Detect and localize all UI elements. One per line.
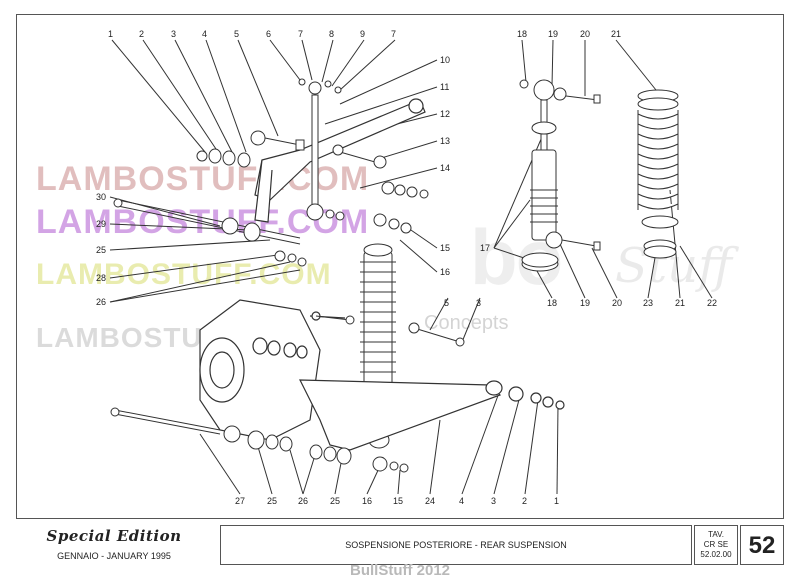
callout-bottom-7: 24 [425,496,435,506]
title-box: SOSPENSIONE POSTERIORE - REAR SUSPENSION [220,525,692,565]
callout-right-9: 3 [476,298,481,308]
leader-lines [109,39,713,495]
callout-top-4: 4 [202,29,207,39]
edition-logo: Special Edition [46,527,182,545]
callout-bottom-8: 4 [459,496,464,506]
callout-right-6: 15 [440,243,450,253]
credit-watermark: BullStuff 2012 [349,562,451,579]
callout-right-5: 14 [440,163,450,173]
tav-label: TAV. [708,530,724,539]
callout-left-5: 26 [96,297,106,307]
callout-labels: 1 2 3 4 5 6 7 8 9 7 10 11 12 13 14 15 16… [96,29,717,506]
callout-bottom-6: 15 [393,496,403,506]
page-number: 52 [740,525,784,565]
callout-top-9: 9 [360,29,365,39]
callout-top-2: 2 [139,29,144,39]
callout-top-1: 1 [108,29,113,39]
callout-right-2: 11 [440,82,449,92]
callout-shock-bottom-2: 19 [580,298,590,308]
shock-absorber [519,79,601,272]
callout-right-8: 5 [444,298,449,308]
mid-bolts [315,213,465,347]
callout-right-4: 13 [440,136,450,146]
callout-bottom-10: 2 [522,496,527,506]
callout-top-8: 8 [329,29,334,39]
callout-right-1: 10 [440,55,450,65]
callout-top-10: 7 [391,29,396,39]
callout-bottom-9: 3 [491,496,496,506]
callout-right-3: 12 [440,109,450,119]
callout-top-5: 5 [234,29,239,39]
callout-left-3: 25 [96,245,106,255]
callout-top-3: 3 [171,29,176,39]
tav-model: CR SE [703,540,729,549]
callout-bottom-4: 25 [330,496,340,506]
callout-shock-top-3: 20 [580,29,590,39]
callout-shock-top-2: 19 [548,29,558,39]
title-block: Special Edition GENNAIO - JANUARY 1995 S… [16,521,784,569]
callout-bottom-1: 27 [235,496,245,506]
callout-shock-bottom-5: 21 [675,298,685,308]
hub-carrier [199,299,346,441]
callout-right-7: 16 [440,267,450,277]
tav-code: 52.02.00 [700,550,732,559]
coil-spring [637,89,679,259]
upper-control-arm [254,98,426,223]
callout-top-6: 6 [266,29,271,39]
callout-bottom-11: 1 [554,496,559,506]
callout-left-1: 30 [96,192,106,202]
tav-box: TAV. CR SE 52.02.00 [694,525,738,565]
callout-shock-bottom-4: 23 [643,298,653,308]
upper-bushings [196,130,429,199]
tie-rod [113,198,345,267]
callout-shock-top-4: 21 [611,29,621,39]
callout-bottom-2: 25 [267,496,277,506]
watermark-concepts: Concepts [424,312,509,334]
edition-date: GENNAIO - JANUARY 1995 [57,551,171,561]
callout-top-7: 7 [298,29,303,39]
callout-bottom-5: 16 [362,496,372,506]
callout-left-2: 29 [96,219,106,229]
drawing-title: SOSPENSIONE POSTERIORE - REAR SUSPENSION [345,540,567,550]
callout-shock-bottom-1: 18 [547,298,557,308]
rear-suspension-diagram: 1 2 3 4 5 6 7 8 9 7 10 11 12 13 14 15 16… [96,29,717,506]
callout-shock-bottom-3: 20 [612,298,622,308]
callout-shock-bottom-6: 22 [707,298,717,308]
lower-bolt [110,407,409,473]
callout-shock-17: 17 [480,243,490,253]
callout-bottom-3: 26 [298,496,308,506]
lower-control-arm [299,379,565,451]
upper-link-rod [298,78,342,221]
callout-left-4: 28 [96,273,106,283]
callout-shock-top-1: 18 [517,29,527,39]
drawing-sheet [16,14,784,519]
